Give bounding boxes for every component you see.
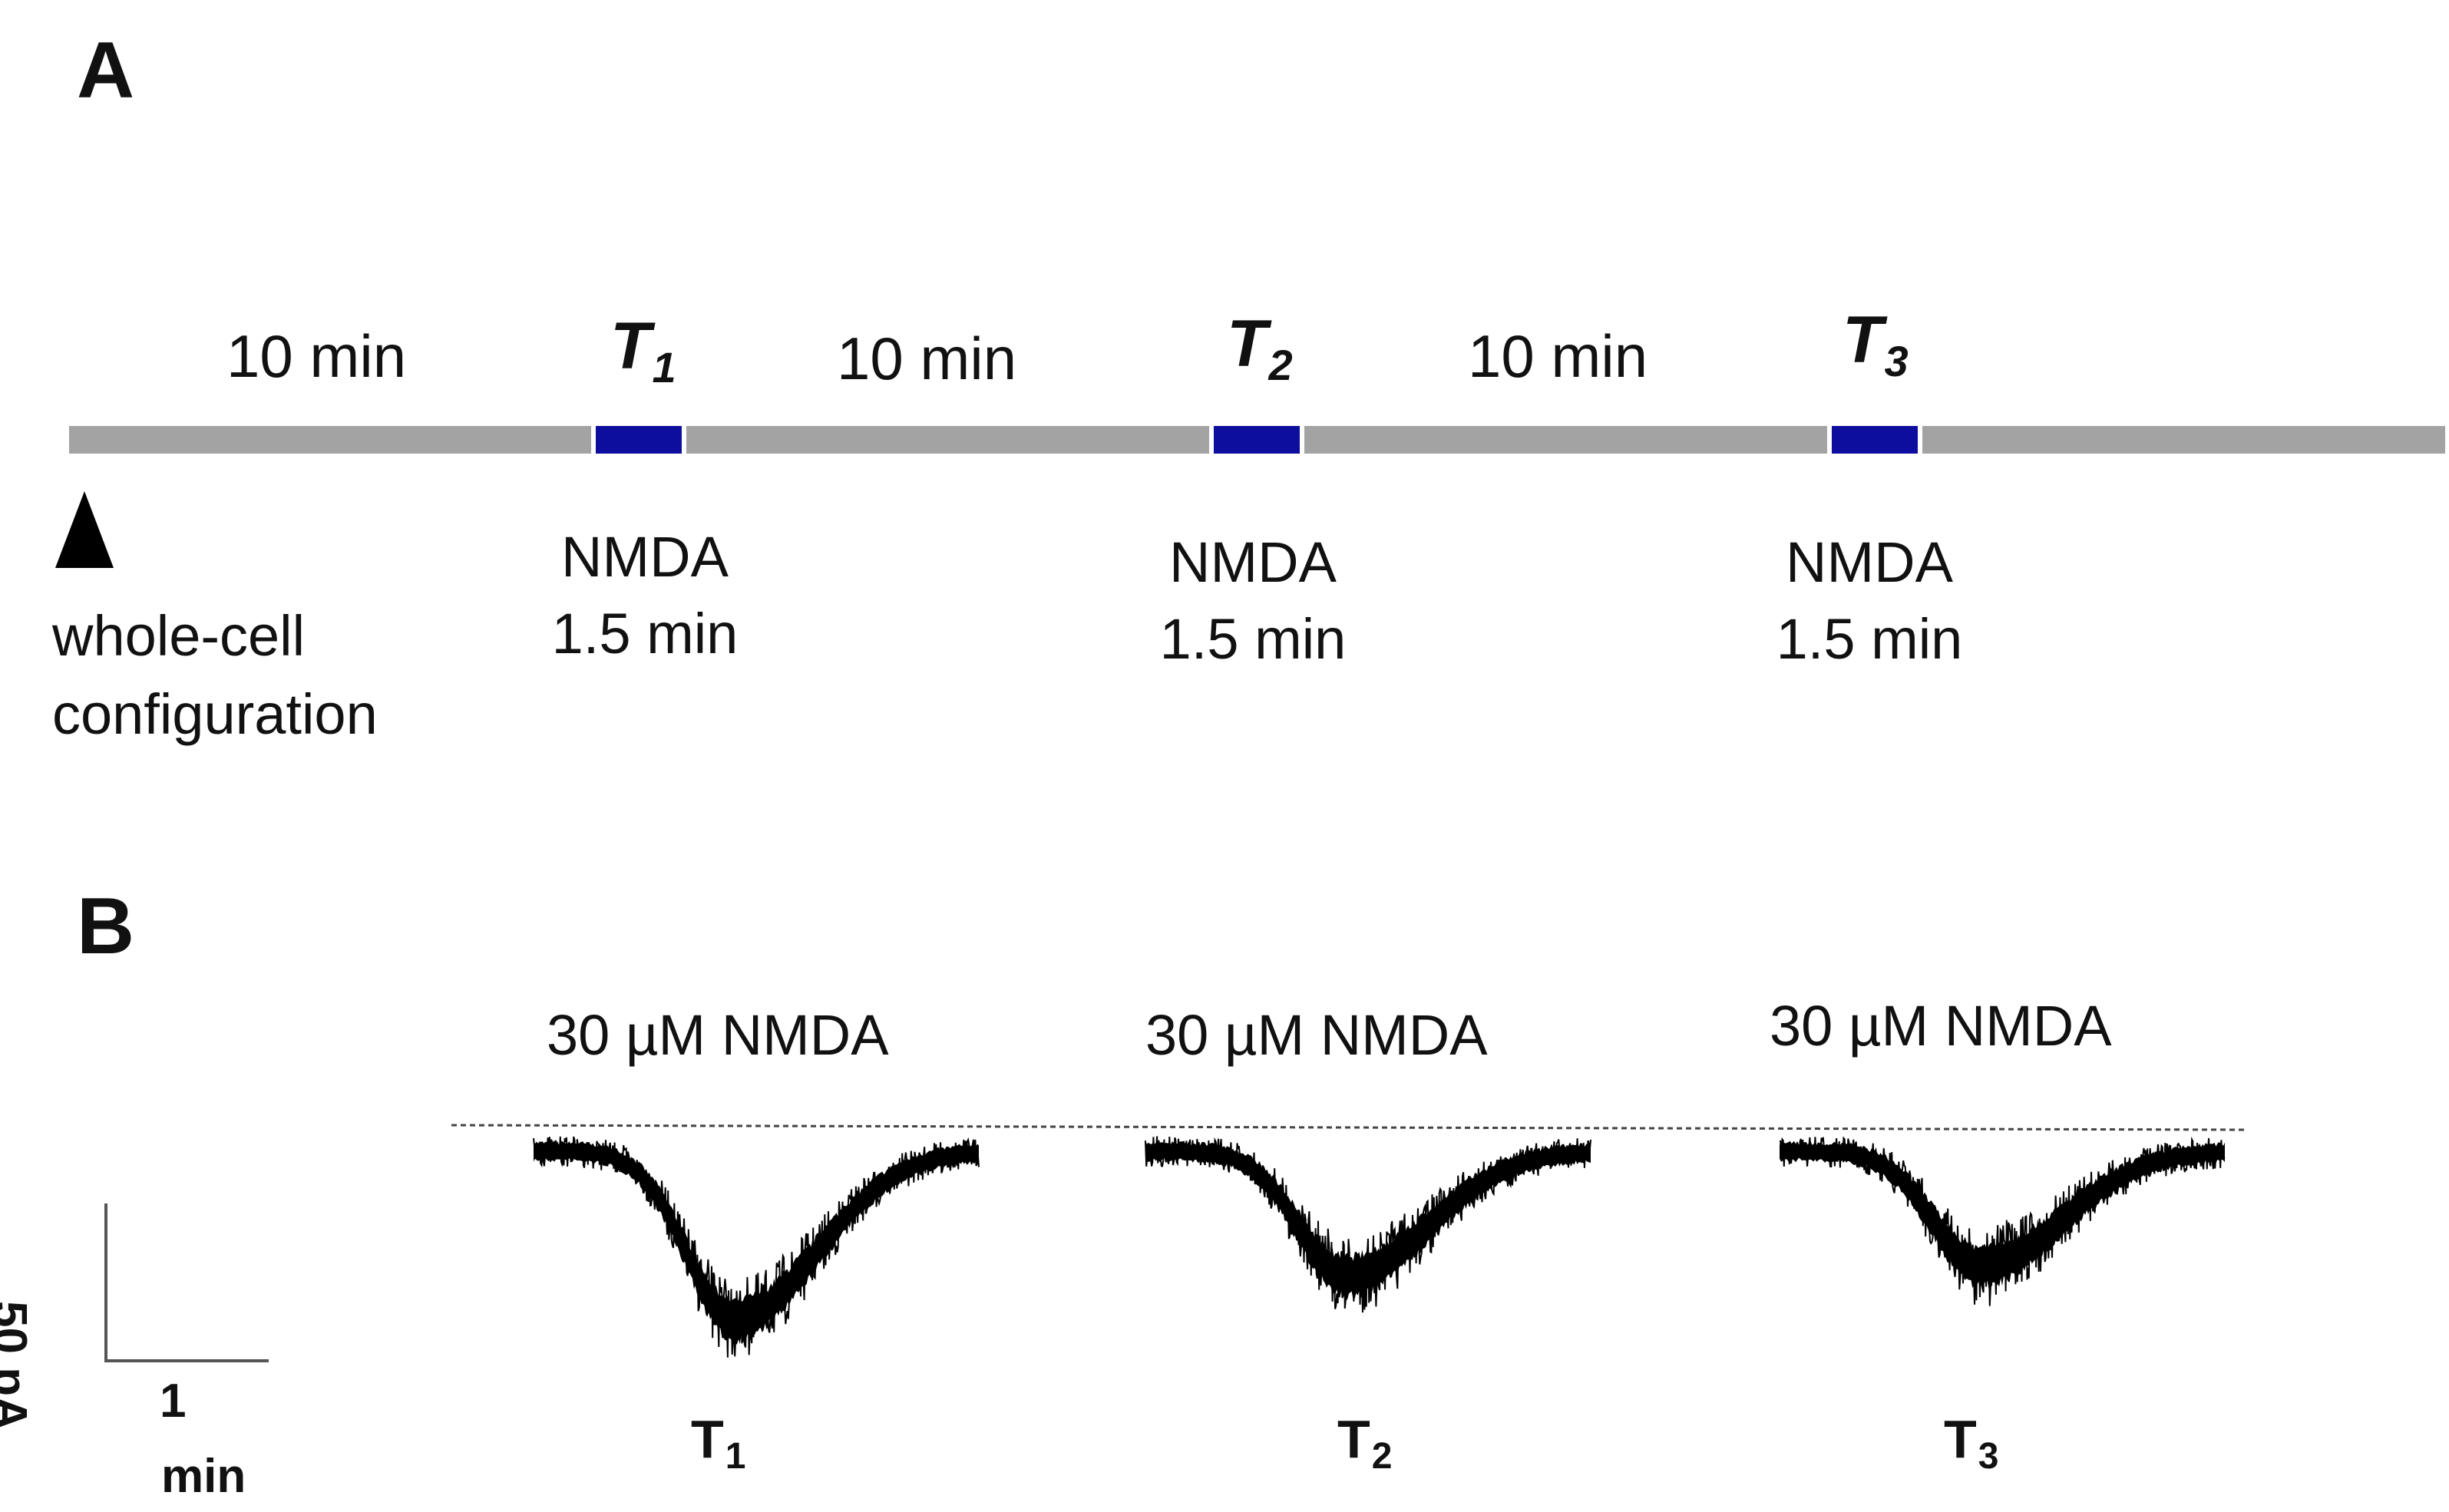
interval-label-2: 10 min [837,325,1017,392]
panel-a-label: A [77,26,135,115]
application-time-label-3: T3 [1843,303,1909,385]
whole-cell-start-marker-icon [55,491,114,568]
scale-bar [104,1203,269,1362]
scale-bar-vertical-label: 50 pA [0,1301,36,1431]
interval-label-1: 10 min [226,322,407,390]
nmda-application-desc-3: NMDA 1.5 min [1776,530,1963,671]
trace-concentration-label-2: 30 µM NMDA [1145,1003,1488,1067]
nmda-current-trace-noise-3 [1779,1136,2226,1306]
nmda-application-block-1 [591,426,686,454]
application-time-label-2: T2 [1227,307,1293,389]
trace-concentration-label-3: 30 µM NMDA [1770,994,2112,1058]
nmda-application-block-3 [1827,426,1922,454]
nmda-current-trace-3 [1780,1141,2225,1290]
trace-time-label-2: T2 [1337,1409,1393,1477]
scale-bar-horizontal-label-2: min [161,1450,246,1503]
traces-group [533,1136,2226,1358]
nmda-current-trace-1 [534,1141,979,1345]
panel-b-label: B [77,882,135,971]
scale-bar-horizontal-label-1: 1 [160,1375,187,1428]
timeline-bar [69,426,2445,454]
nmda-application-desc-2: NMDA 1.5 min [1159,530,1347,671]
whole-cell-label: whole-cell configuration [52,604,378,747]
nmda-current-trace-noise-2 [1145,1136,1591,1313]
baseline-dashed-line [451,1124,2249,1131]
application-time-label-1: T1 [610,309,676,391]
trace-time-label-1: T1 [691,1409,746,1477]
trace-time-label-3: T3 [1944,1409,1999,1477]
nmda-current-trace-noise-1 [533,1136,980,1358]
interval-label-3: 10 min [1468,322,1648,390]
trace-concentration-label-1: 30 µM NMDA [547,1003,889,1067]
nmda-application-desc-1: NMDA 1.5 min [551,525,739,665]
nmda-application-block-2 [1209,426,1304,454]
